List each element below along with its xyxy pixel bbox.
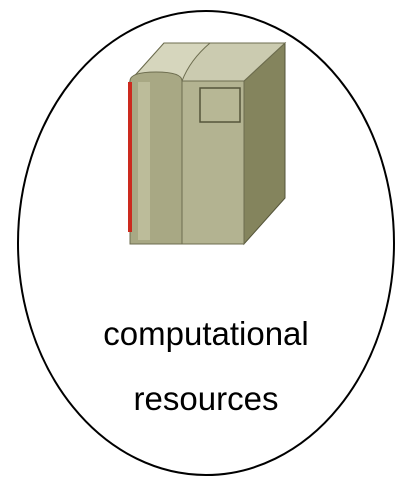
server-red-stripe <box>128 82 132 232</box>
node-label-line2: resources <box>134 380 279 417</box>
server-tower-icon <box>128 41 287 246</box>
node-label-line1: computational <box>103 315 308 352</box>
server-display-panel <box>199 87 241 123</box>
server-bezel <box>129 71 183 245</box>
server-bezel-highlight <box>138 82 150 240</box>
